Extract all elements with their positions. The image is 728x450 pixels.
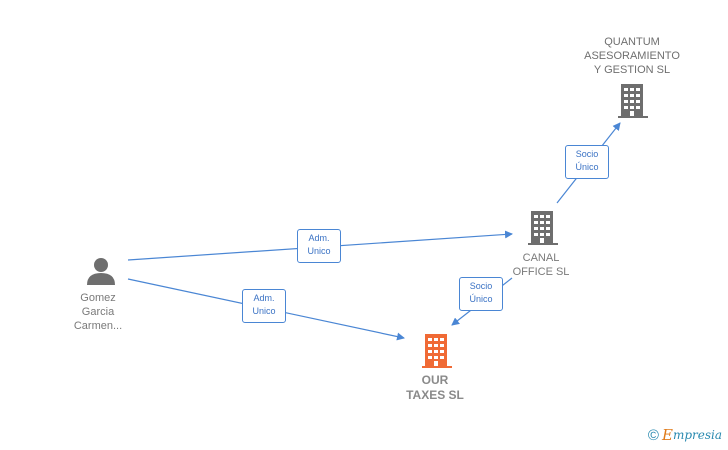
- person-label[interactable]: Gomez Garcia Carmen...: [73, 292, 123, 332]
- canal-office-label[interactable]: CANAL OFFICE SL: [512, 252, 570, 278]
- copyright-icon: ©: [647, 426, 659, 444]
- edge-label-adm-unico: Adm. Unico: [242, 289, 286, 323]
- person-icon[interactable]: [86, 256, 116, 286]
- our-taxes-label[interactable]: OUR TAXES SL: [406, 373, 464, 402]
- edge-label-socio-unico: Socio Único: [565, 145, 609, 179]
- building-icon[interactable]: [617, 83, 649, 119]
- building-icon[interactable]: [421, 333, 453, 369]
- brand-logo-text: mpresia: [672, 428, 722, 442]
- edge-label-socio-unico: Socio Único: [459, 277, 503, 311]
- quantum-label[interactable]: QUANTUM ASESORAMIENTO Y GESTION SL: [584, 36, 680, 76]
- brand-logo-letter: E: [661, 426, 673, 444]
- edge-label-adm-unico: Adm. Unico: [297, 229, 341, 263]
- building-icon[interactable]: [527, 210, 559, 246]
